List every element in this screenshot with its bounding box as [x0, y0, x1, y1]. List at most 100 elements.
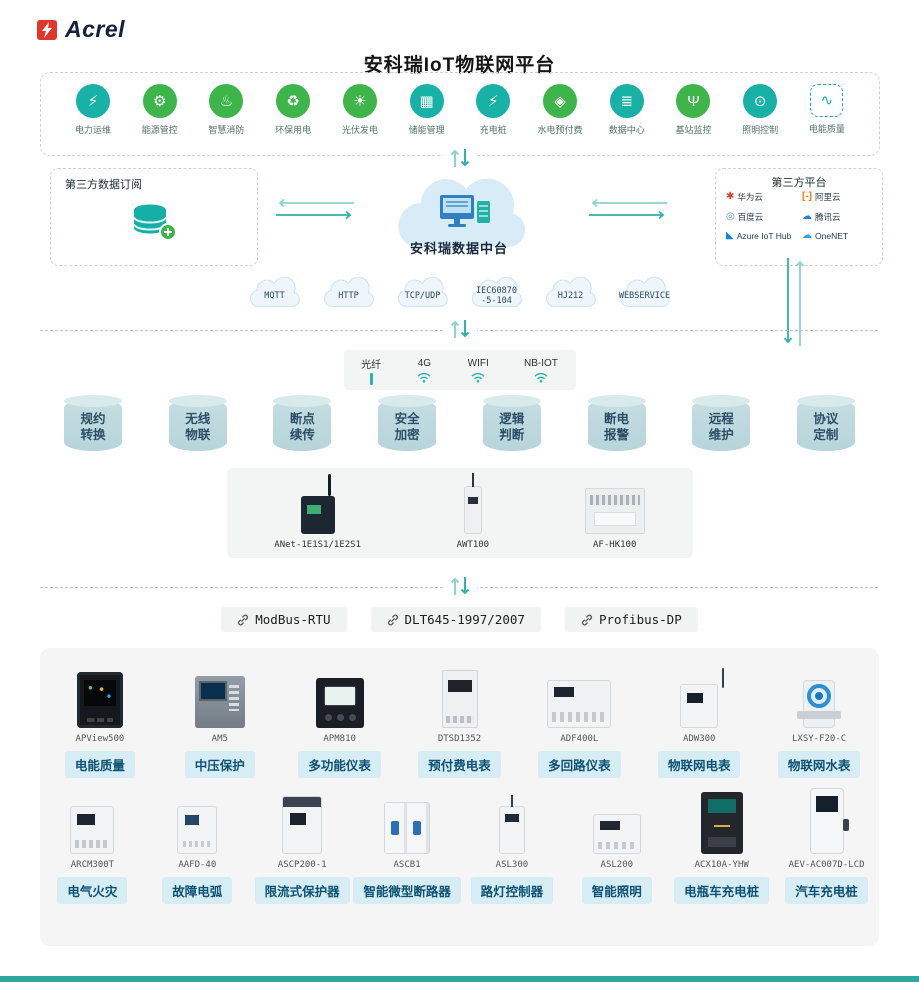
feature-cylinder: 规约转换 — [64, 395, 122, 451]
device-image — [498, 790, 525, 854]
device-category-chip: 多功能仪表 — [298, 751, 381, 778]
device-image — [700, 790, 743, 854]
platform-logo-icon: ◎ — [726, 211, 735, 222]
acrel-logo-text: Acrel — [65, 16, 126, 42]
device-category-chip: 电气火灾 — [57, 877, 128, 904]
application-label: 光伏发电 — [341, 125, 378, 135]
application-label: 数据中心 — [608, 125, 645, 135]
device-item: LXSY-F20-C 物联网水表 — [759, 664, 879, 778]
wifi-icon — [470, 371, 486, 383]
platform-logo-icon: ✱ — [726, 191, 735, 202]
device-item: ADF400L 多回路仪表 — [519, 664, 639, 778]
device-image — [315, 664, 364, 728]
platform-item: [-] 阿里云 — [802, 191, 876, 203]
feature-cylinder: 远程维护 — [692, 395, 751, 451]
application-label: 水电预付费 — [537, 125, 583, 135]
application-layer: ⚡ 电力运维 ⚙ 能源管控 ♨ 智慧消防 ♻ 环保用电 ☀ 光伏发电 ▦ 储能管… — [40, 72, 880, 156]
third-party-platform-box: 第三方平台 ✱ 华为云 [-] 阿里云 ◎ 百度云 ☁ 腾讯云 ◣ Azure … — [715, 168, 883, 266]
device-image — [384, 790, 431, 854]
device-category-chip: 预付费电表 — [418, 751, 501, 778]
protocol-cloud: WEBSERVICE — [612, 276, 678, 314]
exchange-arrows-right-icon — [585, 196, 671, 222]
device-item: APView500 电能质量 — [40, 664, 160, 778]
application-icon: ≣ — [609, 84, 644, 118]
link-icon — [581, 614, 592, 625]
protocol-name: MQTT — [264, 291, 285, 302]
bus-protocol-name: ModBus-RTU — [255, 612, 331, 627]
feature-cylinder: 逻辑判断 — [482, 395, 541, 451]
bus-protocol-row: ModBus-RTU DLT645-1997/2007 Profibus-DP — [0, 607, 919, 632]
device-category-chip: 物联网水表 — [777, 751, 861, 778]
application-label: 充电桩 — [479, 125, 507, 135]
application-icon: ☀ — [342, 84, 377, 118]
protocol-cloud: HTTP — [316, 276, 382, 314]
application-icon: ◈ — [543, 84, 578, 118]
network-label: 光纤 — [361, 359, 382, 371]
application-item: ⊙ 照明控制 — [732, 84, 788, 136]
device-category-chip: 限流式保护器 — [254, 877, 350, 904]
device-model: AM5 — [211, 734, 228, 744]
platform-logo-icon: [-] — [802, 191, 812, 202]
platform-item: ◎ 百度云 — [726, 211, 800, 223]
protocol-cloud: TCP/UDP — [390, 276, 456, 314]
application-item: ⚡ 电力运维 — [65, 84, 121, 136]
device-image — [809, 788, 849, 854]
exchange-arrows-left-icon — [272, 196, 358, 222]
platform-label: 百度云 — [737, 212, 764, 222]
device-category-chip: 电瓶车充电桩 — [674, 877, 770, 904]
updown-arrow-icon — [443, 317, 477, 341]
gateway-image — [300, 474, 335, 534]
gateway-item: AF-HK100 — [584, 482, 645, 550]
vertical-exchange-arrows-icon — [780, 256, 808, 348]
protocol-name: HTTP — [338, 291, 359, 302]
device-image — [282, 790, 323, 854]
application-icon: ⚙ — [142, 84, 177, 118]
platform-logo-icon: ☁ — [802, 230, 812, 241]
device-item: DTSD1352 预付费电表 — [400, 664, 520, 778]
application-item: ☀ 光伏发电 — [332, 84, 388, 136]
cloud-outline-icon — [249, 276, 300, 307]
feature-label: 逻辑判断 — [499, 412, 525, 442]
device-image — [194, 664, 245, 728]
device-category-chip: 物联网电表 — [657, 751, 741, 778]
feature-label: 无线物联 — [185, 412, 211, 442]
platform-item: ☁ OneNET — [802, 230, 876, 242]
feature-label: 安全加密 — [394, 412, 420, 442]
gateway-item: ANet-1E1S1/1E2S1 — [274, 474, 361, 550]
application-label: 环保用电 — [275, 125, 312, 135]
device-model: ACX10A-YHW — [694, 860, 749, 870]
bus-protocol-chip: ModBus-RTU — [221, 607, 347, 632]
device-category-chip: 路灯控制器 — [470, 877, 554, 904]
cloud-outline-icon — [397, 276, 448, 307]
acrel-logo: Acrel — [36, 16, 125, 43]
device-item: AEV-AC007D-LCD 汽车充电桩 — [774, 788, 879, 904]
protocol-cloud: IEC60870-5-104 — [464, 276, 530, 314]
application-item: ≣ 数据中心 — [599, 84, 655, 136]
page-title: 安科瑞IoT物联网平台 — [363, 55, 556, 76]
gateway-image — [584, 482, 645, 534]
data-center-label: 安科瑞数据中台 — [409, 241, 508, 256]
network-label: WIFI — [467, 357, 489, 369]
application-label: 储能管理 — [408, 125, 445, 135]
acrel-logo-icon — [37, 19, 57, 40]
protocol-name: WEBSERVICE — [618, 291, 671, 302]
device-item: ASL200 智能照明 — [564, 790, 669, 904]
device-model: ASL300 — [495, 860, 529, 870]
device-model: LXSY-F20-C — [791, 734, 847, 744]
updown-arrow-icon — [443, 574, 477, 598]
network-item: 光纤 — [361, 356, 381, 385]
device-image — [441, 664, 478, 728]
application-icon: ⚡ — [76, 84, 110, 118]
device-image — [70, 790, 115, 854]
platform-item: ◣ Azure IoT Hub — [726, 231, 800, 242]
device-model: APView500 — [75, 734, 125, 744]
device-item: ARCM300T 电气火灾 — [40, 790, 145, 904]
gateway-model: ANet-1E1S1/1E2S1 — [274, 540, 361, 550]
feature-row: 规约转换 无线物联 断点续传 安全加密 逻辑判断 断电报警 远程维护 — [64, 395, 855, 451]
application-item: ▦ 储能管理 — [399, 84, 455, 136]
application-icon-row: ⚡ 电力运维 ⚙ 能源管控 ♨ 智慧消防 ♻ 环保用电 ☀ 光伏发电 ▦ 储能管… — [41, 73, 879, 136]
device-item: ASCP200-1 限流式保护器 — [250, 790, 355, 904]
database-plus-icon — [130, 201, 178, 248]
platform-label: Azure IoT Hub — [736, 231, 792, 241]
application-item: ⚙ 能源管控 — [132, 84, 188, 136]
